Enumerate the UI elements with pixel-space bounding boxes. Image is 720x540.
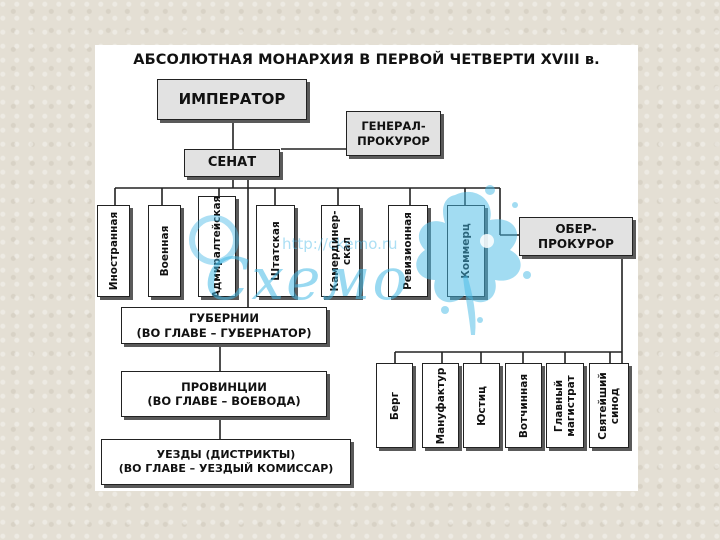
college-right-label: Вотчинная bbox=[517, 373, 530, 438]
college-right-box: Юстиц bbox=[463, 363, 500, 448]
sub-provinces-line-2: (ВО ГЛАВЕ – ВОЕВОДА) bbox=[147, 394, 301, 408]
college-right-box: Мануфактур bbox=[422, 363, 459, 448]
chief-procurator-line-2: ПРОКУРОР bbox=[538, 236, 614, 251]
chief-procurator-line-1: ОБЕР- bbox=[555, 221, 597, 236]
college-label: скал bbox=[340, 236, 353, 266]
college-box: Иностранная bbox=[97, 205, 130, 297]
college-right-label: Святейший bbox=[596, 371, 609, 440]
college-right-box: Святейший синод bbox=[589, 363, 629, 448]
senate-box: СЕНАТ bbox=[184, 149, 280, 177]
districts-box: УЕЗДЫ (ДИСТРИКТЫ) (ВО ГЛАВЕ – УЕЗДЫЙ КОМ… bbox=[101, 439, 351, 485]
procurator-general-line-1: ГЕНЕРАЛ- bbox=[361, 119, 426, 134]
college-right-label: магистрат bbox=[565, 374, 577, 437]
provinces-line-2: (ВО ГЛАВЕ – ГУБЕРНАТОР) bbox=[136, 325, 312, 340]
provinces-line-1: ГУБЕРНИИ bbox=[188, 311, 260, 326]
emperor-box: ИМПЕРАТОР bbox=[157, 79, 307, 120]
college-label: Камердинер- bbox=[328, 210, 341, 292]
college-label: Коммерц bbox=[459, 223, 472, 279]
college-label: Ревизионная bbox=[401, 212, 414, 290]
college-right-label: Берг bbox=[388, 391, 401, 420]
procurator-general-line-2: ПРОКУРОР bbox=[357, 133, 430, 148]
college-label: Штатская bbox=[269, 221, 282, 281]
college-right-label: Юстиц bbox=[475, 385, 488, 426]
college-right-label: Главный bbox=[552, 379, 565, 432]
slide: АБСОЛЮТНАЯ МОНАРХИЯ В ПЕРВОЙ ЧЕТВЕРТИ XV… bbox=[95, 45, 638, 491]
districts-line-1: УЕЗДЫ (ДИСТРИКТЫ) bbox=[156, 448, 296, 462]
college-right-box: Берг bbox=[376, 363, 413, 448]
college-label: Адмиралтейская bbox=[210, 196, 223, 297]
college-box: Военная bbox=[148, 205, 181, 297]
diagram-title: АБСОЛЮТНАЯ МОНАРХИЯ В ПЕРВОЙ ЧЕТВЕРТИ XV… bbox=[133, 52, 600, 68]
districts-line-2: (ВО ГЛАВЕ – УЕЗДЫЙ КОМИССАР) bbox=[118, 462, 334, 475]
senate-label: СЕНАТ bbox=[207, 154, 257, 170]
college-label: Военная bbox=[158, 225, 171, 277]
college-box: Штатская bbox=[256, 205, 295, 297]
sub-provinces-line-1: ПРОВИНЦИИ bbox=[181, 379, 267, 394]
provinces-box: ГУБЕРНИИ (ВО ГЛАВЕ – ГУБЕРНАТОР) bbox=[121, 307, 327, 344]
college-box: Адмиралтейская bbox=[198, 196, 236, 297]
college-box: Ревизионная bbox=[388, 205, 428, 297]
college-right-label: синод bbox=[609, 387, 621, 424]
college-right-label: Мануфактур bbox=[434, 367, 447, 444]
college-box: Камердинер- скал bbox=[321, 205, 360, 297]
procurator-general-box: ГЕНЕРАЛ- ПРОКУРОР bbox=[346, 111, 441, 156]
sub-provinces-box: ПРОВИНЦИИ (ВО ГЛАВЕ – ВОЕВОДА) bbox=[121, 371, 327, 417]
college-right-box: Главный магистрат bbox=[546, 363, 584, 448]
college-right-box: Вотчинная bbox=[505, 363, 542, 448]
emperor-label: ИМПЕРАТОР bbox=[178, 90, 286, 109]
college-box: Коммерц bbox=[447, 205, 485, 297]
chief-procurator-box: ОБЕР- ПРОКУРОР bbox=[519, 217, 633, 256]
college-label: Иностранная bbox=[107, 211, 120, 291]
